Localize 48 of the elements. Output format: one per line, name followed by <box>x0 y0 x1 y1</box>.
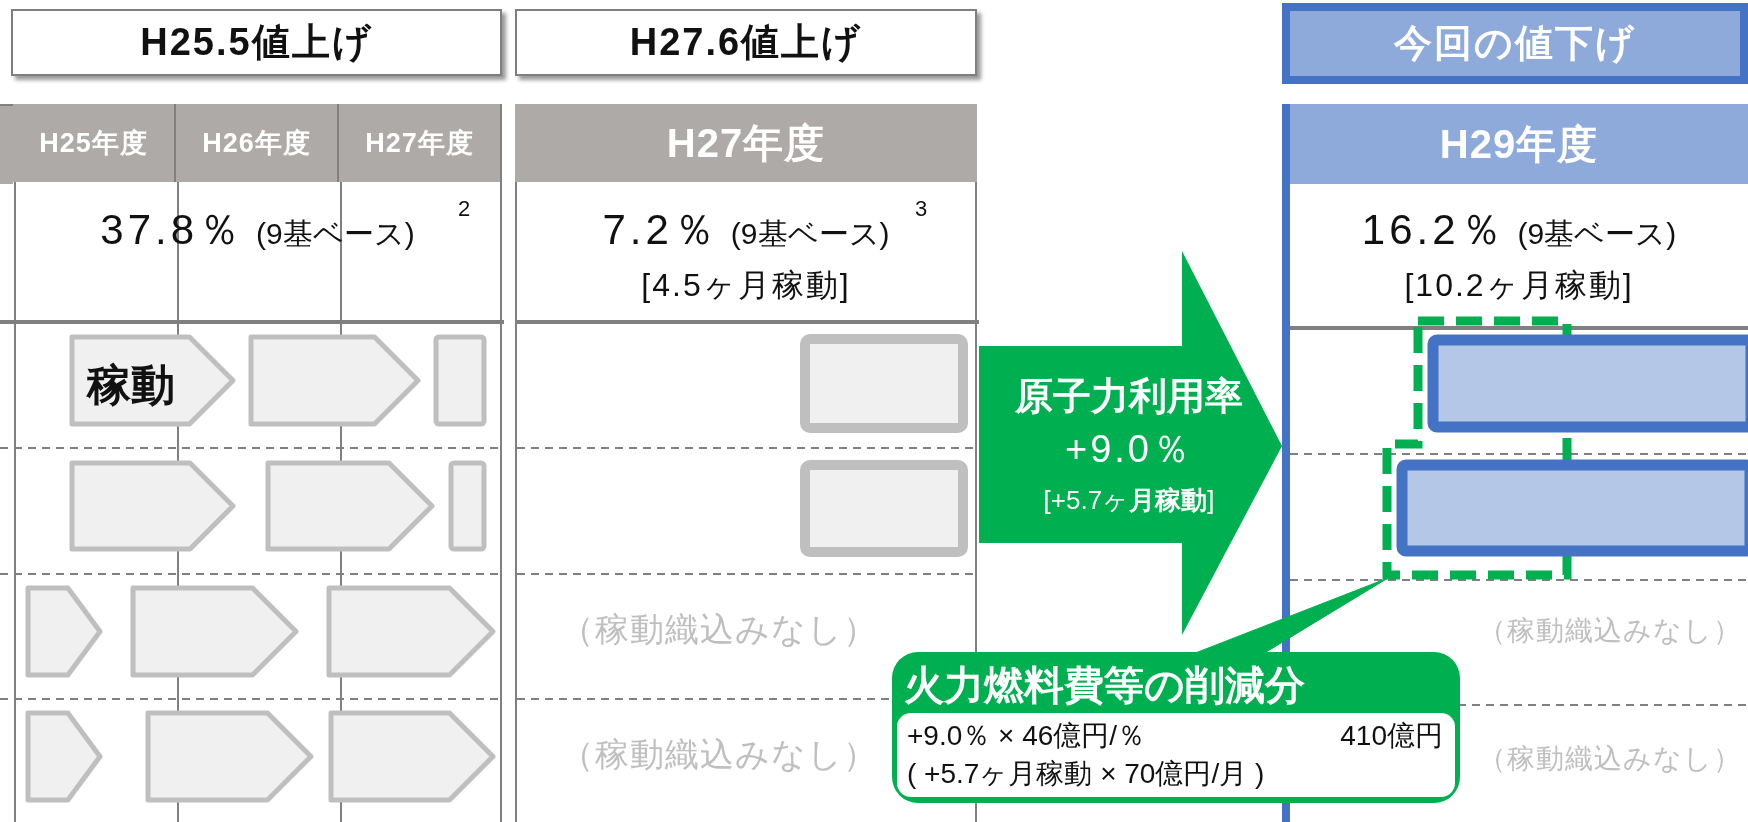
bar-label: 稼動 <box>87 359 175 411</box>
gantt-bar <box>800 334 968 433</box>
arrow-value: +9.0％ <box>1065 427 1193 472</box>
placeholder-text: （稼動織込みなし） <box>560 734 878 775</box>
column-heading: H26年度 <box>202 127 311 160</box>
table-header-cell <box>339 104 502 182</box>
gantt-bar <box>448 460 487 552</box>
percentage-text: 16.2％ <box>1361 205 1506 255</box>
block-arrow <box>979 251 1282 635</box>
footnote-mark: 2 <box>458 196 471 222</box>
base-note: (9基ベース) <box>730 216 890 252</box>
table-header-cell <box>515 104 977 182</box>
column-heading: H25年度 <box>39 127 148 160</box>
column-heading: H27年度 <box>666 119 826 167</box>
placeholder-text: （稼動織込みなし） <box>560 609 878 650</box>
arrow-note: [+5.7ヶ月稼動] <box>1043 484 1215 517</box>
base-note: (9基ベース) <box>1517 216 1677 252</box>
operation-note: [4.5ヶ月稼動] <box>641 266 851 305</box>
table-header-cell <box>1290 104 1748 184</box>
header-text: H25.5値上げ <box>140 20 373 65</box>
header-box <box>11 9 502 76</box>
header-text: 今回の値下げ <box>1394 21 1636 66</box>
gantt-bar <box>1396 459 1748 557</box>
header-text: H27.6値上げ <box>629 20 863 65</box>
column-heading: H27年度 <box>365 127 474 160</box>
table-header-cell <box>176 104 339 182</box>
placeholder-text: （稼動織込みなし） <box>1478 614 1742 648</box>
callout-title: 火力燃料費等の削減分 <box>904 662 1305 709</box>
percentage-text: 37.8％ <box>100 205 245 255</box>
gantt-bar <box>1427 334 1748 433</box>
percentage-text: 7.2％ <box>602 205 719 255</box>
schedule-bar <box>25 710 103 803</box>
operation-note: [10.2ヶ月稼動] <box>1404 266 1634 305</box>
arrow-title: 原子力利用率 <box>1015 374 1243 419</box>
footnote-mark: 3 <box>915 196 928 222</box>
formula-box <box>897 713 1455 797</box>
header-box <box>515 9 977 76</box>
gantt-bar <box>800 460 968 557</box>
base-note: (9基ベース) <box>256 216 415 252</box>
formula-text: 410億円 <box>1340 719 1443 753</box>
schedule-bar <box>25 585 103 678</box>
formula-text: +9.0％ × 46億円/％ <box>907 719 1146 753</box>
gantt-bar <box>433 334 487 427</box>
column-heading: H29年度 <box>1439 120 1599 168</box>
table-header-cell <box>13 104 176 182</box>
header-box <box>1282 3 1748 84</box>
placeholder-text: （稼動織込みなし） <box>1478 742 1742 776</box>
formula-text: ( +5.7ヶ月稼動 × 70億円/月 ) <box>907 757 1265 791</box>
